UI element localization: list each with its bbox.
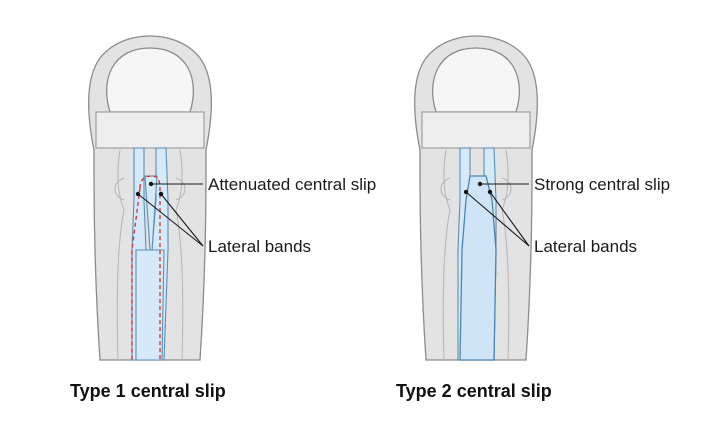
type1-leader-band-right	[160, 193, 204, 247]
type2-leader-band-left	[465, 191, 530, 247]
type1-finger	[88, 35, 212, 361]
type2-phalanx-contour-right	[501, 149, 510, 361]
type2-callout-bands: Lateral bands	[534, 237, 637, 256]
type1-callout-bands: Lateral bands	[208, 237, 311, 256]
type2-central-slip	[459, 175, 497, 361]
type2-nail	[432, 47, 520, 113]
type2-nail-band	[421, 111, 531, 149]
type1-phalanx-contour	[116, 149, 125, 361]
type1-tendon-body	[135, 249, 165, 361]
type2-leader-band-right	[489, 191, 530, 247]
type1-nail	[106, 47, 194, 113]
type2-phalanx-contour-left	[442, 149, 451, 361]
type1-caption: Type 1 central slip	[70, 381, 226, 401]
type1-callout-central: Attenuated central slip	[208, 175, 376, 194]
type1-leader-band-left	[137, 193, 204, 247]
type1-nail-band	[95, 111, 205, 149]
type2-finger	[414, 35, 538, 361]
type2-joint-right	[501, 177, 512, 201]
type2-caption: Type 2 central slip	[396, 381, 552, 401]
type1-leaders	[135, 181, 204, 247]
type1-phalanx-contour-right	[175, 149, 184, 361]
type2-leaders	[463, 181, 530, 247]
type1-joint-left	[114, 177, 125, 201]
type2-joint-left	[440, 177, 451, 201]
type1-attenuated-outline	[131, 175, 161, 360]
type2-callout-central: Strong central slip	[534, 175, 670, 194]
type1-joint-right	[175, 177, 186, 201]
